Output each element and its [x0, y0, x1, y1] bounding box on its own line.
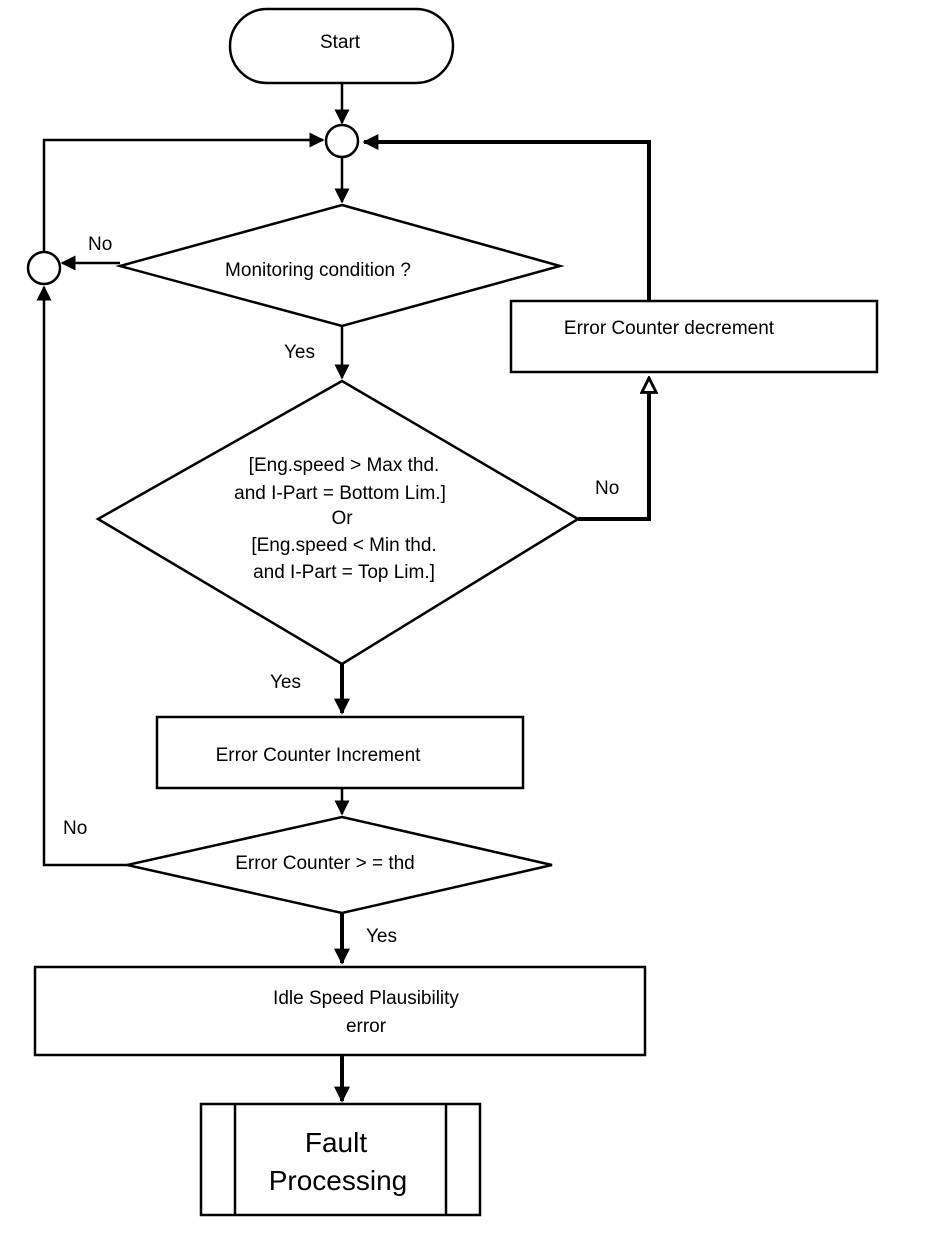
fault-processing-line-2: Processing: [269, 1165, 408, 1196]
condition-yes-label: Yes: [270, 672, 301, 693]
fault-processing-line-1: Fault: [305, 1127, 367, 1158]
monitoring-yes-label: Yes: [284, 342, 315, 363]
increment-label: Error Counter Increment: [216, 745, 422, 766]
condition-line-5: and I-Part = Top Lim.]: [253, 562, 435, 583]
edge-threshold-no: [36, 285, 127, 867]
plausibility-error-box: [33, 965, 647, 1057]
monitoring-no-label: No: [88, 234, 112, 255]
junction-left: [26, 250, 62, 286]
decrement-label: Error Counter decrement: [564, 318, 775, 339]
condition-line-3: Or: [331, 508, 353, 529]
plausibility-error-line-2: error: [346, 1016, 387, 1037]
junction-top: [324, 123, 360, 159]
fault-processing-box: [199, 1102, 482, 1217]
condition-no-label: No: [595, 478, 619, 499]
increment-box: [155, 715, 525, 790]
plausibility-error-line-1: Idle Speed Plausibility: [273, 988, 459, 1009]
threshold-yes-label: Yes: [366, 926, 397, 947]
condition-line-2: and I-Part = Bottom Lim.]: [234, 483, 446, 504]
condition-line-1: [Eng.speed > Max thd.: [249, 455, 440, 476]
edge-decrement-to-junction: [362, 134, 651, 301]
monitoring-label: Monitoring condition ?: [225, 260, 411, 281]
edge-left-loop-to-top: [42, 132, 325, 252]
condition-line-4: [Eng.speed < Min thd.: [251, 535, 436, 556]
edge-condition-no: [578, 378, 649, 521]
decrement-box: [509, 299, 879, 374]
start-label: Start: [320, 32, 361, 53]
threshold-no-label: No: [63, 818, 87, 839]
threshold-label: Error Counter > = thd: [235, 853, 415, 874]
